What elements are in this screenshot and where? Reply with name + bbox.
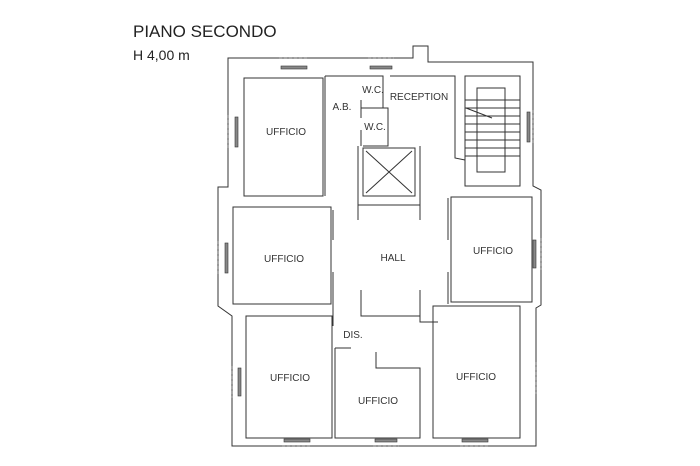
label-office-mid-left: UFFICIO bbox=[264, 254, 304, 265]
label-wc-lower: W.C. bbox=[364, 122, 386, 133]
windows bbox=[217, 57, 542, 447]
label-office-top-left: UFFICIO bbox=[266, 127, 306, 138]
plan-title: PIANO SECONDO bbox=[133, 22, 277, 41]
room-office-mid-left bbox=[232, 206, 332, 305]
label-ab: A.B. bbox=[333, 102, 352, 113]
room-office-mid-right bbox=[450, 196, 533, 303]
staircase bbox=[464, 75, 521, 187]
label-office-bottom-mid: UFFICIO bbox=[358, 396, 398, 407]
hall-walls bbox=[332, 198, 449, 326]
elevator bbox=[362, 147, 416, 197]
stair-steps bbox=[465, 99, 520, 157]
room-office-top-left bbox=[243, 77, 324, 197]
label-reception: RECEPTION bbox=[390, 92, 448, 103]
label-office-bottom-right: UFFICIO bbox=[456, 372, 496, 383]
label-wc-upper: W.C. bbox=[362, 85, 384, 96]
label-office-bottom-left: UFFICIO bbox=[270, 373, 310, 384]
room-office-bottom-right bbox=[432, 305, 521, 439]
room-office-bottom-mid bbox=[334, 347, 421, 439]
stair-core bbox=[476, 87, 506, 173]
label-office-mid-right: UFFICIO bbox=[473, 246, 513, 257]
floor-height: H 4,00 m bbox=[133, 47, 190, 63]
reception-wall bbox=[390, 75, 466, 161]
elevator-cross bbox=[365, 150, 413, 194]
label-hall: HALL bbox=[380, 253, 405, 264]
label-dis: DIS. bbox=[343, 330, 362, 341]
room-office-bottom-left bbox=[245, 315, 333, 439]
room-ab-wc bbox=[324, 75, 389, 196]
elevator-walls bbox=[357, 146, 421, 220]
